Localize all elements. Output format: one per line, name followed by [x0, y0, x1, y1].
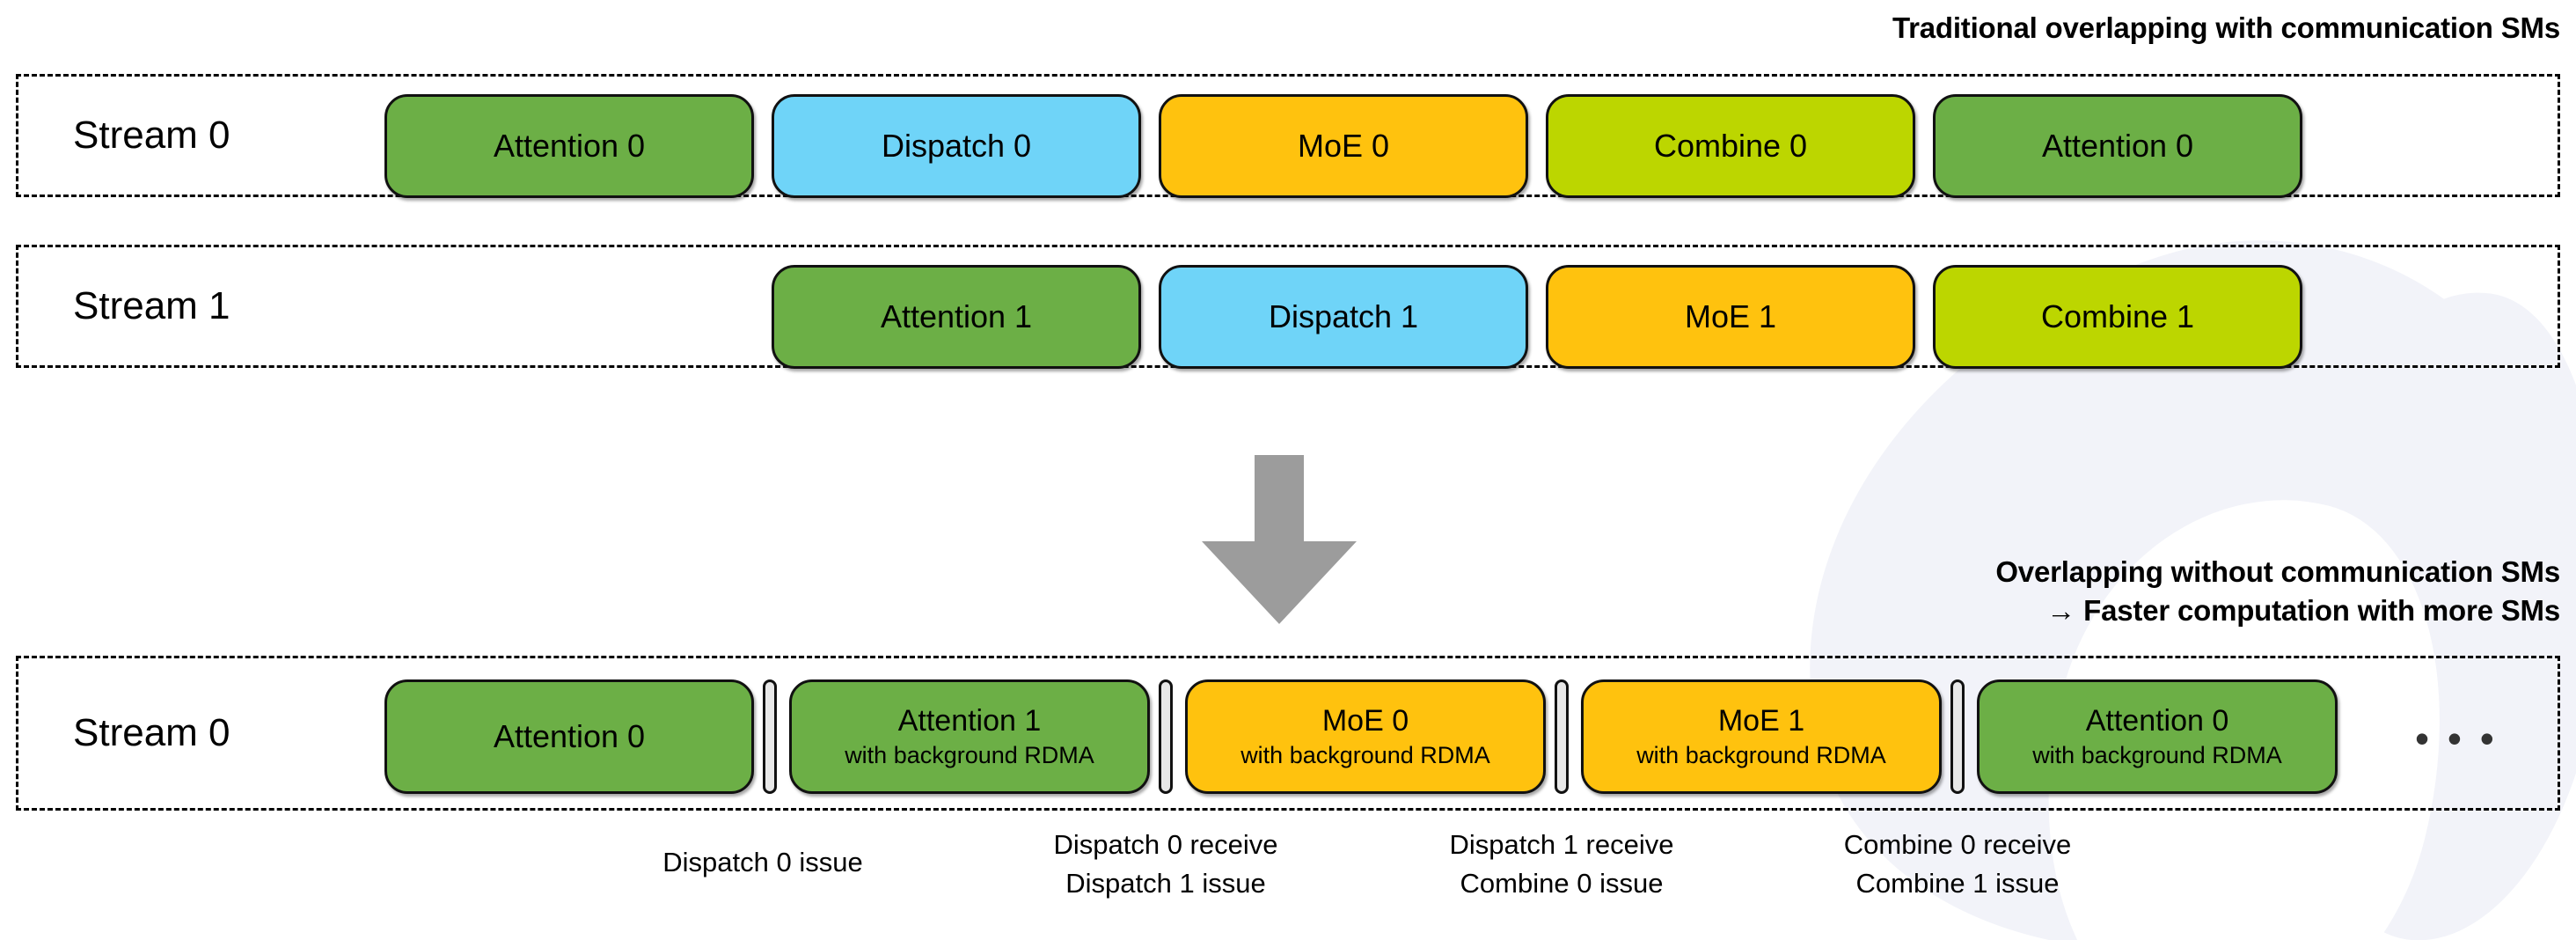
task-box-title: MoE 0 [1297, 128, 1390, 164]
task-box-attention-1-bottom[interactable]: Attention 1 with background RDMA [789, 679, 1150, 794]
task-box-subtitle: with background RDMA [1636, 742, 1886, 768]
task-box-title: Attention 0 [493, 128, 646, 164]
task-box-title: Attention 0 [2085, 704, 2229, 738]
stream-lane-bottom: Stream 0 [16, 656, 2560, 811]
task-box-title: MoE 1 [1717, 704, 1805, 738]
task-box-attention-1-mid[interactable]: Attention 1 [772, 265, 1141, 369]
task-box-attention-0-bottom[interactable]: Attention 0 [384, 679, 754, 794]
task-box-moe-0-bottom[interactable]: MoE 0 with background RDMA [1185, 679, 1546, 794]
stream-lane-mid-label: Stream 1 [73, 284, 231, 327]
task-box-title: Combine 0 [1653, 128, 1808, 164]
task-box-combine-0-top[interactable]: Combine 0 [1546, 94, 1915, 198]
task-box-title: Dispatch 0 [881, 128, 1032, 164]
task-box-subtitle: with background RDMA [1240, 742, 1490, 768]
stream-lane-top-label: Stream 0 [73, 114, 231, 157]
task-box-attention-0-top-2[interactable]: Attention 0 [1933, 94, 2302, 198]
separator-bar-1 [763, 679, 777, 794]
task-box-moe-1-mid[interactable]: MoE 1 [1546, 265, 1915, 369]
task-box-moe-1-bottom[interactable]: MoE 1 with background RDMA [1581, 679, 1942, 794]
heading-traditional-overlapping: Traditional overlapping with communicati… [1892, 11, 2560, 44]
task-box-attention-0-bottom-2[interactable]: Attention 0 with background RDMA [1977, 679, 2338, 794]
separator-bar-4 [1950, 679, 1965, 794]
task-box-title: Attention 1 [880, 298, 1033, 334]
task-box-subtitle: with background RDMA [845, 742, 1094, 768]
task-box-title: Attention 0 [2041, 128, 2194, 164]
down-arrow-icon [1202, 455, 1357, 624]
task-box-attention-0-top[interactable]: Attention 0 [384, 94, 754, 198]
caption-dispatch-1-receive-combine-0-issue: Dispatch 1 receive Combine 0 issue [1449, 829, 1674, 899]
stream-lane-bottom-label: Stream 0 [73, 711, 231, 754]
task-box-title: Combine 1 [2040, 298, 2195, 334]
task-box-moe-0-top[interactable]: MoE 0 [1159, 94, 1528, 198]
task-box-title: Dispatch 1 [1268, 298, 1419, 334]
caption-dispatch-0-issue: Dispatch 0 issue [662, 847, 863, 878]
task-box-dispatch-1-mid[interactable]: Dispatch 1 [1159, 265, 1528, 369]
separator-bar-2 [1159, 679, 1173, 794]
separator-bar-3 [1555, 679, 1569, 794]
caption-combine-0-receive-combine-1-issue: Combine 0 receive Combine 1 issue [1843, 829, 2072, 899]
task-box-title: Attention 1 [897, 704, 1042, 738]
task-box-title: MoE 1 [1684, 298, 1777, 334]
task-box-title: MoE 0 [1321, 704, 1409, 738]
task-box-combine-1-mid[interactable]: Combine 1 [1933, 265, 2302, 369]
ellipsis-continuation: • • • [2415, 716, 2498, 761]
caption-dispatch-0-receive-dispatch-1-issue: Dispatch 0 receive Dispatch 1 issue [1053, 829, 1278, 899]
task-box-title: Attention 0 [493, 718, 646, 754]
task-box-dispatch-0-top[interactable]: Dispatch 0 [772, 94, 1141, 198]
heading-overlapping-without-communication: Overlapping without communication SMs → … [1995, 555, 2560, 627]
task-box-subtitle: with background RDMA [2032, 742, 2282, 768]
